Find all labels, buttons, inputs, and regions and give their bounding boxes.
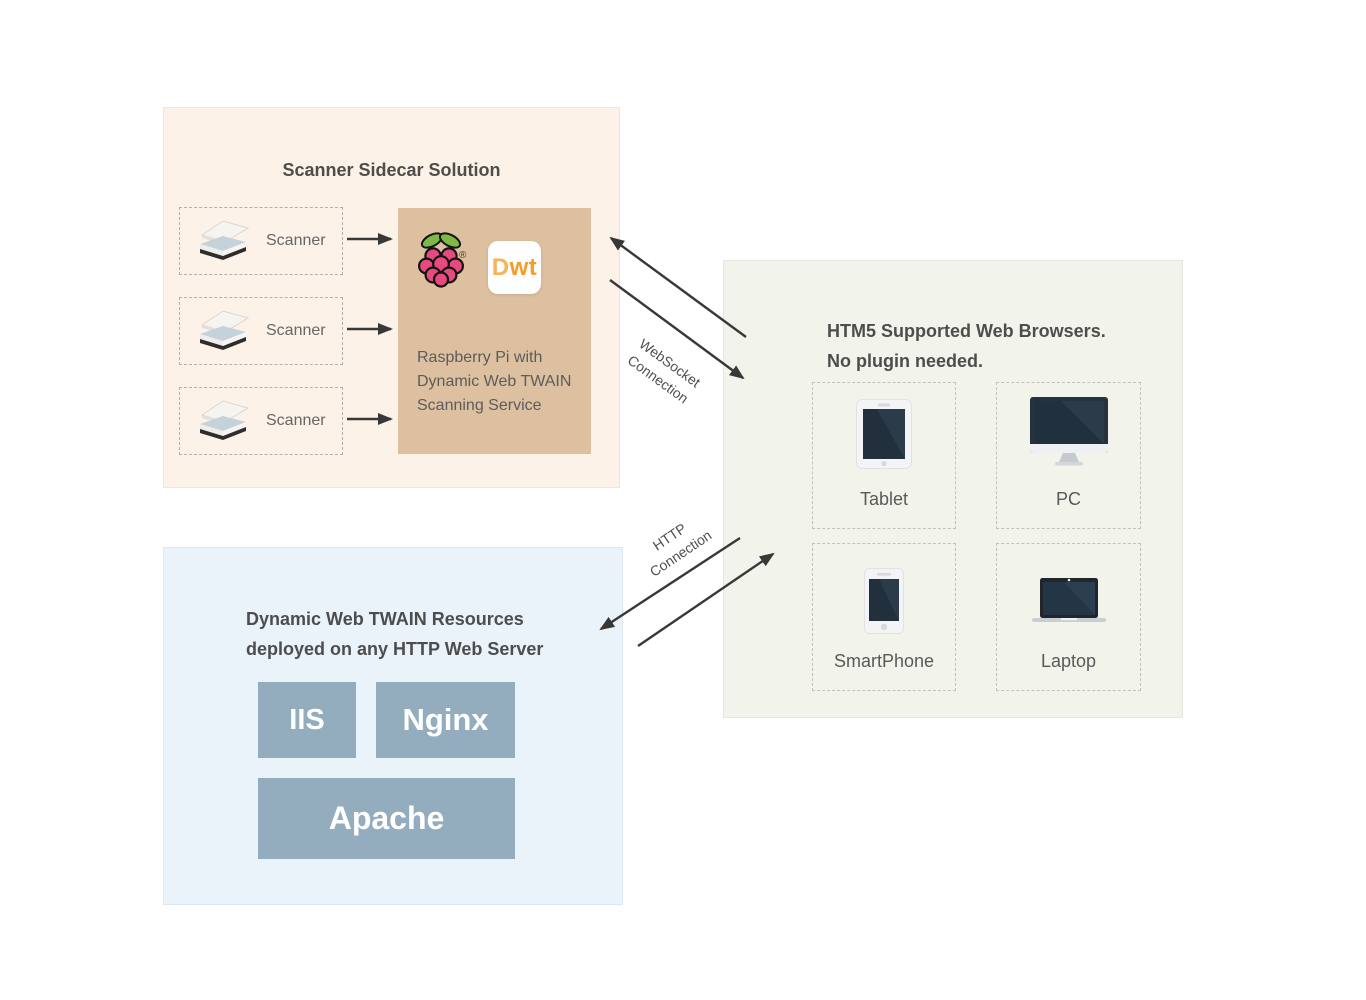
- scanner-label: Scanner: [266, 322, 326, 339]
- scanner-icon: [194, 308, 252, 355]
- smartphone-icon: [813, 568, 955, 634]
- scanner-sidecar-box: Scanner Sidecar Solution Scanner: [163, 107, 620, 488]
- device-box-pc: PC: [996, 382, 1141, 529]
- device-box-tablet: Tablet: [812, 382, 956, 529]
- laptop-icon: [997, 578, 1140, 624]
- websocket-connection-label: WebSocket Connection: [624, 335, 704, 407]
- scanner-box-1: Scanner: [179, 207, 343, 275]
- scanner-icon: [194, 218, 252, 265]
- device-label: Laptop: [1040, 651, 1097, 671]
- server-tile-apache: Apache: [258, 778, 515, 859]
- server-tile-iis: IIS: [258, 682, 356, 758]
- pc-icon: [997, 397, 1140, 467]
- scanner-box-3: Scanner: [179, 387, 343, 455]
- http-connection-label: HTTP Connection: [646, 519, 715, 580]
- scanner-icon: [194, 398, 252, 445]
- server-tile-nginx: Nginx: [376, 682, 515, 758]
- device-label: Tablet: [859, 489, 909, 509]
- tablet-icon: [813, 399, 955, 469]
- device-label: PC: [1055, 489, 1081, 509]
- browsers-title: HTM5 Supported Web Browsers. No plugin n…: [827, 320, 1106, 371]
- browsers-box: HTM5 Supported Web Browsers. No plugin n…: [723, 260, 1183, 718]
- scanner-label: Scanner: [266, 412, 326, 429]
- web-server-box: Dynamic Web TWAIN Resources deployed on …: [163, 547, 623, 905]
- scanner-sidecar-title: Scanner Sidecar Solution: [282, 159, 501, 180]
- scanner-box-2: Scanner: [179, 297, 343, 365]
- raspberry-pi-icon: [416, 230, 466, 293]
- scanner-label: Scanner: [266, 232, 326, 249]
- web-server-title: Dynamic Web TWAIN Resources deployed on …: [246, 608, 544, 659]
- registered-trademark-icon: ®: [459, 250, 467, 261]
- device-box-laptop: Laptop: [996, 543, 1141, 691]
- device-box-smartphone: SmartPhone: [812, 543, 956, 691]
- device-label: SmartPhone: [833, 651, 935, 671]
- raspberry-pi-description: Raspberry Pi with Dynamic Web TWAIN Scan…: [417, 349, 572, 414]
